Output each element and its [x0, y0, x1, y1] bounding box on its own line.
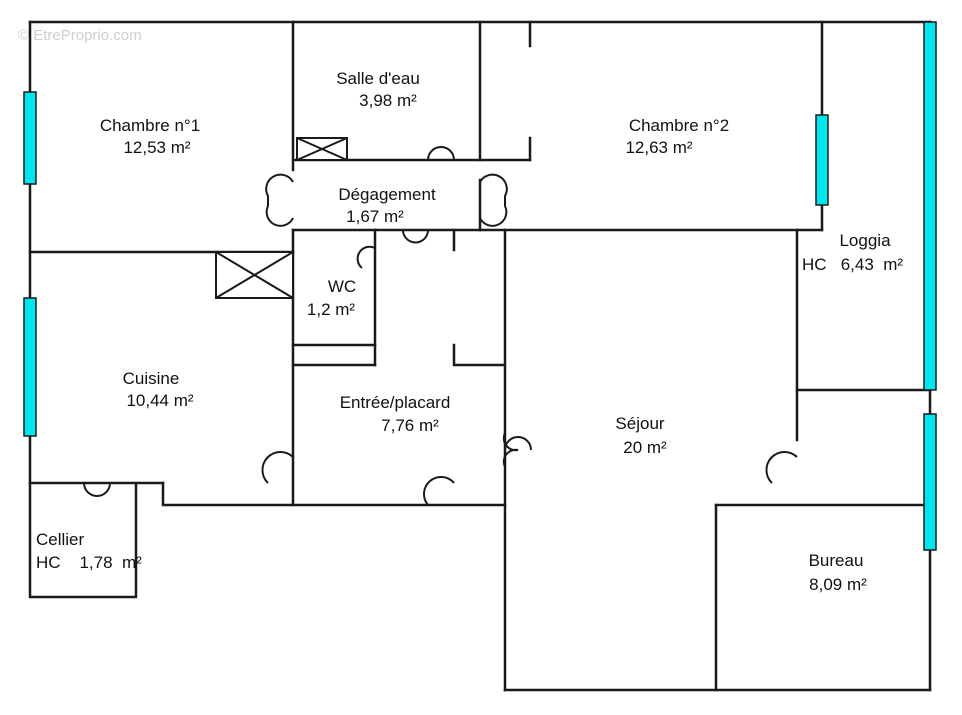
room-wc: WC 1,2 m²	[307, 277, 356, 319]
room-name: Chambre n°2	[629, 116, 729, 135]
room-area: 3,98 m²	[359, 91, 417, 110]
room-area: 1,67 m²	[346, 207, 404, 226]
room-name: Bureau	[809, 551, 864, 570]
room-sejour: Séjour 20 m²	[615, 414, 667, 457]
window-bureau	[923, 413, 937, 551]
room-name: Salle d'eau	[336, 69, 420, 88]
window-loggia	[923, 21, 937, 391]
room-bureau: Bureau 8,09 m²	[809, 551, 868, 594]
room-entree: Entrée/placard 7,76 m²	[340, 393, 451, 435]
watermark: © EtreProprio.com	[18, 27, 142, 44]
room-name: Loggia	[839, 231, 891, 250]
room-name: Entrée/placard	[340, 393, 451, 412]
room-cuisine: Cuisine 10,44 m²	[123, 369, 194, 410]
room-area: 8,09 m²	[809, 575, 867, 594]
room-loggia: Loggia HC 6,43 m²	[802, 231, 903, 274]
room-chambre1: Chambre n°1 12,53 m²	[100, 116, 200, 157]
room-name: Cellier	[36, 530, 85, 549]
room-area: 12,63 m²	[625, 138, 692, 157]
room-area: 7,76 m²	[381, 416, 439, 435]
window-cuisine	[23, 297, 37, 437]
room-degagement: Dégagement 1,67 m²	[338, 185, 436, 226]
room-name: WC	[328, 277, 356, 296]
room-name: Séjour	[615, 414, 664, 433]
room-chambre2: Chambre n°2 12,63 m²	[625, 116, 729, 157]
ducts	[215, 137, 348, 299]
room-name: Chambre n°1	[100, 116, 200, 135]
room-area: HC 1,78 m²	[36, 553, 142, 572]
room-area: 1,2 m²	[307, 300, 356, 319]
window-chambre2	[815, 114, 829, 206]
windows	[23, 21, 937, 551]
room-area: HC 6,43 m²	[802, 255, 903, 274]
room-name: Dégagement	[338, 185, 436, 204]
room-salle-eau: Salle d'eau 3,98 m²	[336, 69, 420, 110]
room-area: 12,53 m²	[123, 138, 190, 157]
doors	[83, 146, 798, 506]
room-area: 10,44 m²	[126, 391, 193, 410]
room-area: 20 m²	[623, 438, 667, 457]
room-cellier: Cellier HC 1,78 m²	[36, 530, 142, 572]
room-name: Cuisine	[123, 369, 180, 388]
window-chambre1	[23, 91, 37, 185]
